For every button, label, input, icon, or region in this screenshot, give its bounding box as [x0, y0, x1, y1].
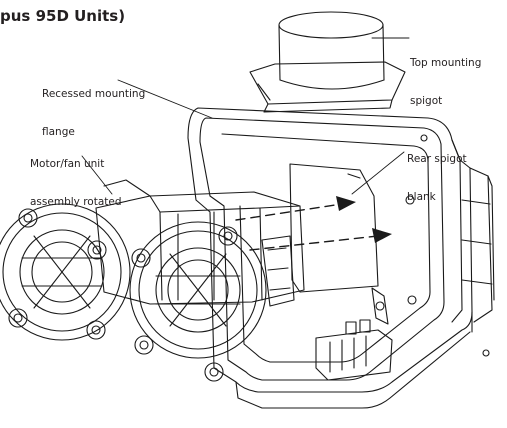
insertion-arrows: [235, 196, 392, 251]
label-top-mounting-spigot: Top mounting spigot: [410, 57, 482, 107]
leader-motor-fan: [81, 155, 113, 195]
label-motor-fan-unit: Motor/fan unit assembly rotated: [30, 158, 122, 208]
housing-body: [187, 107, 495, 409]
leader-recessed-flange: [117, 79, 213, 119]
motor-fan-assembly: [0, 179, 305, 382]
top-mounting-spigot: [249, 11, 406, 113]
leader-lines: [81, 37, 410, 195]
label-rear-spigot-blank: Rear spigot blank: [407, 153, 467, 203]
arrow-head-icon: [372, 228, 392, 243]
label-recessed-mounting-flange: Recessed mounting flange: [42, 88, 146, 138]
terminal-block: [315, 287, 393, 381]
arrow-head-icon: [336, 196, 356, 211]
rear-spigot-blank: [289, 163, 379, 293]
leader-rear-spigot: [351, 151, 405, 195]
page-title: pus 95D Units): [0, 7, 126, 25]
